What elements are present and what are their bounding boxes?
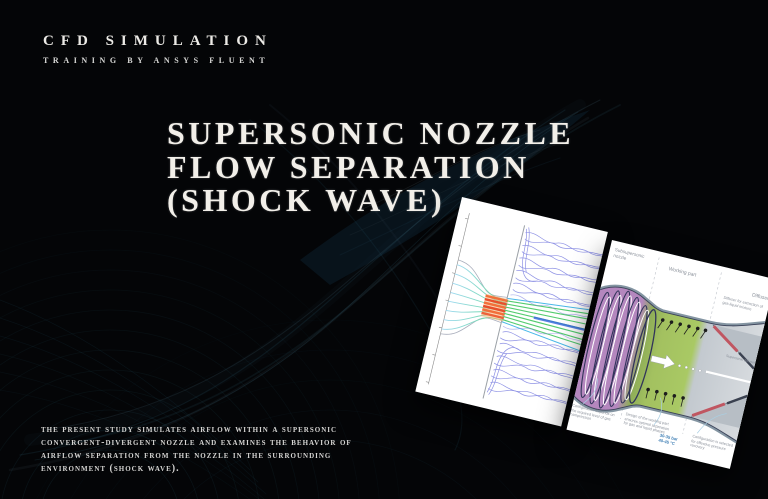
flow-arrow-icon xyxy=(650,354,709,374)
droplet-markers xyxy=(645,318,708,407)
label-working-part: Working part xyxy=(668,266,697,279)
cfd-streamlines-figure xyxy=(415,197,608,427)
recirculation-streamlines-top xyxy=(508,227,604,320)
vortex-rings xyxy=(580,290,657,409)
jet-boundaries xyxy=(501,297,590,352)
description-line-4: environment (shock wave). xyxy=(41,463,180,474)
page-title: SUPERSONIC NOZZLE FLOW SEPARATION (SHOCK… xyxy=(167,115,575,218)
nozzle-diagram-figure: Subsupersonic nozzle Working part Diffus… xyxy=(566,240,768,469)
streamline-plot-svg xyxy=(425,213,604,426)
description-text: The present study simulates airflow with… xyxy=(41,423,461,475)
nozzle-contour xyxy=(440,259,508,335)
label-subsupersonic-nozzle: Subsupersonic nozzle xyxy=(613,247,645,261)
brand-title: CFD SIMULATION xyxy=(43,33,273,49)
shock-region xyxy=(480,293,509,322)
title-line-2: FLOW SEPARATION xyxy=(167,148,530,185)
annotation-leaders xyxy=(582,378,727,434)
plot-y-axis xyxy=(425,213,470,385)
description-line-3: airflow separation from the nozzle in th… xyxy=(41,450,332,461)
description-line-1: The present study simulates airflow with… xyxy=(41,424,338,435)
diffuser-internals xyxy=(690,324,762,428)
title-line-1: SUPERSONIC NOZZLE xyxy=(167,115,575,151)
nozzle-diagram-svg: Subsupersonic nozzle Working part Diffus… xyxy=(569,247,768,451)
title-line-3: (SHOCK WAVE) xyxy=(167,182,446,218)
brand-tagline: TRAINING BY ANSYS FLUENT xyxy=(43,56,270,65)
tube-inner-edge xyxy=(570,286,767,443)
brand-block: CFD SIMULATION TRAINING BY ANSYS FLUENT xyxy=(43,33,273,65)
description-line-2: convergent-divergent nozzle and examines… xyxy=(41,437,352,448)
label-diffuser: Diffuser xyxy=(751,292,768,302)
